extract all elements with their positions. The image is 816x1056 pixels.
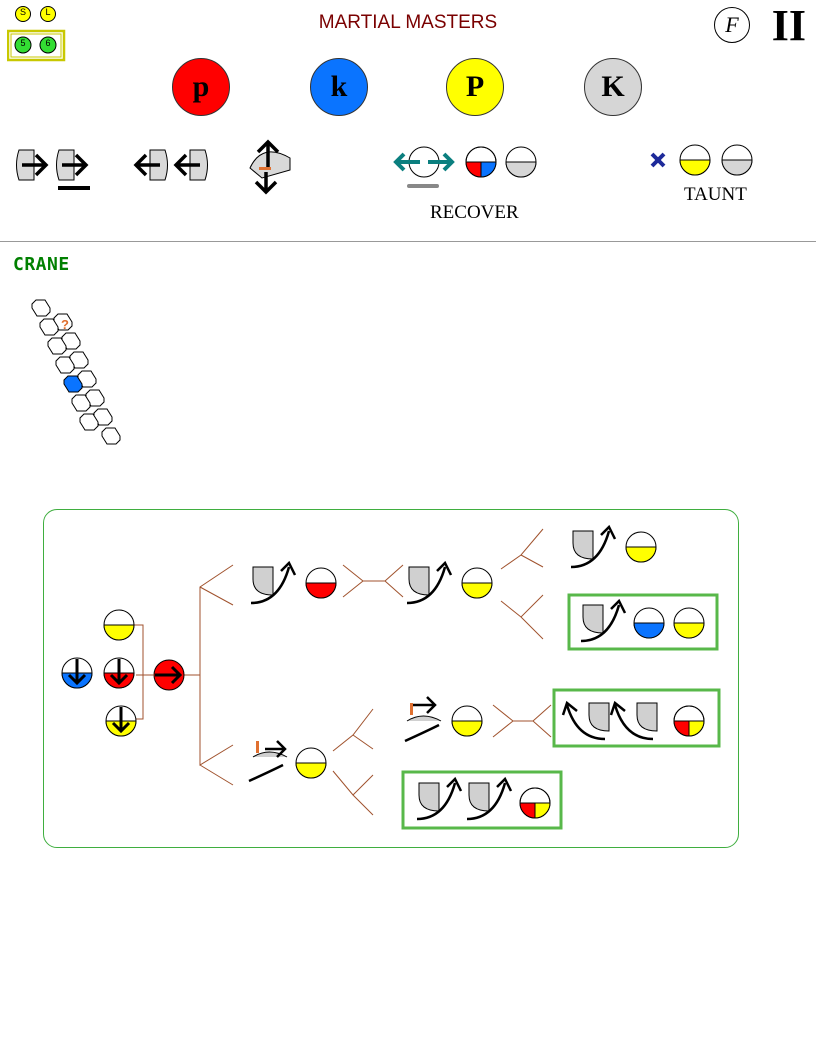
back-dash-icon (133, 149, 208, 181)
combo-chart (61, 524, 721, 830)
grid-marker: ? (61, 317, 69, 332)
legend: S L 5 6 (6, 4, 67, 62)
combo-connectors (131, 528, 552, 816)
forward-dash-icon (16, 149, 90, 190)
grid-cell (101, 427, 121, 445)
game-number: II (771, 1, 806, 50)
button-K: K (584, 58, 642, 116)
combo-chart-frame (43, 509, 739, 848)
jump-crouch-icon (249, 139, 291, 195)
grid-cell (31, 299, 51, 317)
recover-icon (393, 146, 537, 188)
button-P: P (446, 58, 504, 116)
legend-l: L (45, 7, 51, 17)
legend-s: S (19, 7, 26, 17)
grid-cell (39, 318, 59, 336)
combo-lower-path (248, 688, 721, 830)
button-k: k (310, 58, 368, 116)
movement-row (16, 139, 753, 195)
recover-label: RECOVER (430, 202, 519, 223)
position-grid: ? (31, 299, 121, 445)
taunt-icon (650, 144, 753, 176)
button-p: p (172, 58, 230, 116)
f-badge: F (714, 7, 750, 43)
grid-cell (47, 337, 67, 355)
grid-cell (79, 413, 99, 431)
combo-start-group (61, 609, 185, 737)
grid-cell (55, 356, 75, 374)
character-name: CRANE (13, 254, 70, 275)
legend-graphic (6, 6, 66, 62)
combo-upper-path (250, 524, 719, 651)
taunt-label: TAUNT (684, 184, 747, 205)
legend-5: 5 (20, 38, 26, 48)
section-divider (0, 241, 816, 242)
grid-cell (63, 375, 83, 393)
page-title: MARTIAL MASTERS (318, 12, 498, 33)
legend-6: 6 (45, 38, 51, 48)
grid-cell (71, 394, 91, 412)
